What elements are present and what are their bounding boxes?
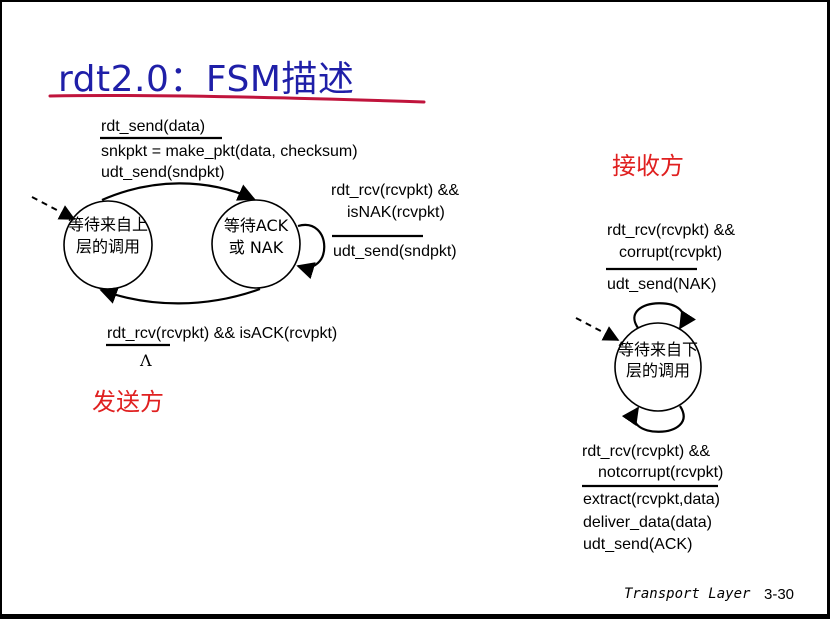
receiver-self-loop-ok [621, 405, 685, 433]
receiver-ok-action-2: deliver_data(data) [583, 514, 712, 531]
footer-page-number: 3-30 [764, 586, 795, 603]
sender-state-wait-ack-line1: 等待ACK [223, 216, 289, 235]
sender-self-loop-nak [296, 223, 326, 280]
footer-section: Transport Layer [624, 586, 751, 602]
receiver-state-line1: 等待来自下 [617, 340, 698, 359]
receiver-corrupt-action: udt_send(NAK) [607, 276, 717, 293]
receiver-initial-arrow [575, 317, 620, 341]
sender-nak-action: udt_send(sndpkt) [333, 243, 457, 260]
receiver-state-line2: 层的调用 [625, 361, 690, 380]
slide-title: rdt2.0：FSM描述 [58, 59, 355, 100]
sender-state-wait-ack [211, 199, 301, 289]
sender-transition-ack [99, 287, 261, 305]
sender-role-label: 发送方 [92, 388, 164, 416]
sender-send-action-2: udt_send(sndpkt) [101, 164, 225, 181]
title-underline [48, 93, 426, 104]
sender-send-action-1: snkpkt = make_pkt(data, checksum) [101, 143, 358, 160]
receiver-corrupt-event-2: corrupt(rcvpkt) [619, 244, 723, 261]
receiver-role-label: 接收方 [612, 152, 684, 180]
sender-ack-action: Λ [140, 351, 152, 370]
sender-state-wait-call-line1: 等待来自上 [67, 215, 148, 234]
receiver-ok-event-2: notcorrupt(rcvpkt) [598, 464, 724, 481]
sender-initial-arrow [31, 196, 76, 220]
sender-send-event: rdt_send(data) [101, 118, 206, 135]
sender-nak-event-2: isNAK(rcvpkt) [347, 204, 445, 221]
receiver-state-wait [614, 322, 702, 412]
sender-state-wait-ack-line2: 或 NAK [228, 238, 284, 257]
receiver-self-loop-corrupt [633, 302, 696, 330]
sender-nak-event-1: rdt_rcv(rcvpkt) && [331, 182, 460, 199]
sender-transition-send [101, 182, 256, 202]
receiver-ok-action-1: extract(rcvpkt,data) [583, 491, 720, 508]
sender-state-wait-call-line2: 层的调用 [75, 237, 140, 256]
receiver-ok-event-1: rdt_rcv(rcvpkt) && [582, 443, 711, 460]
receiver-ok-action-3: udt_send(ACK) [583, 536, 693, 553]
sender-ack-event: rdt_rcv(rcvpkt) && isACK(rcvpkt) [107, 325, 338, 342]
receiver-corrupt-event-1: rdt_rcv(rcvpkt) && [607, 222, 736, 239]
